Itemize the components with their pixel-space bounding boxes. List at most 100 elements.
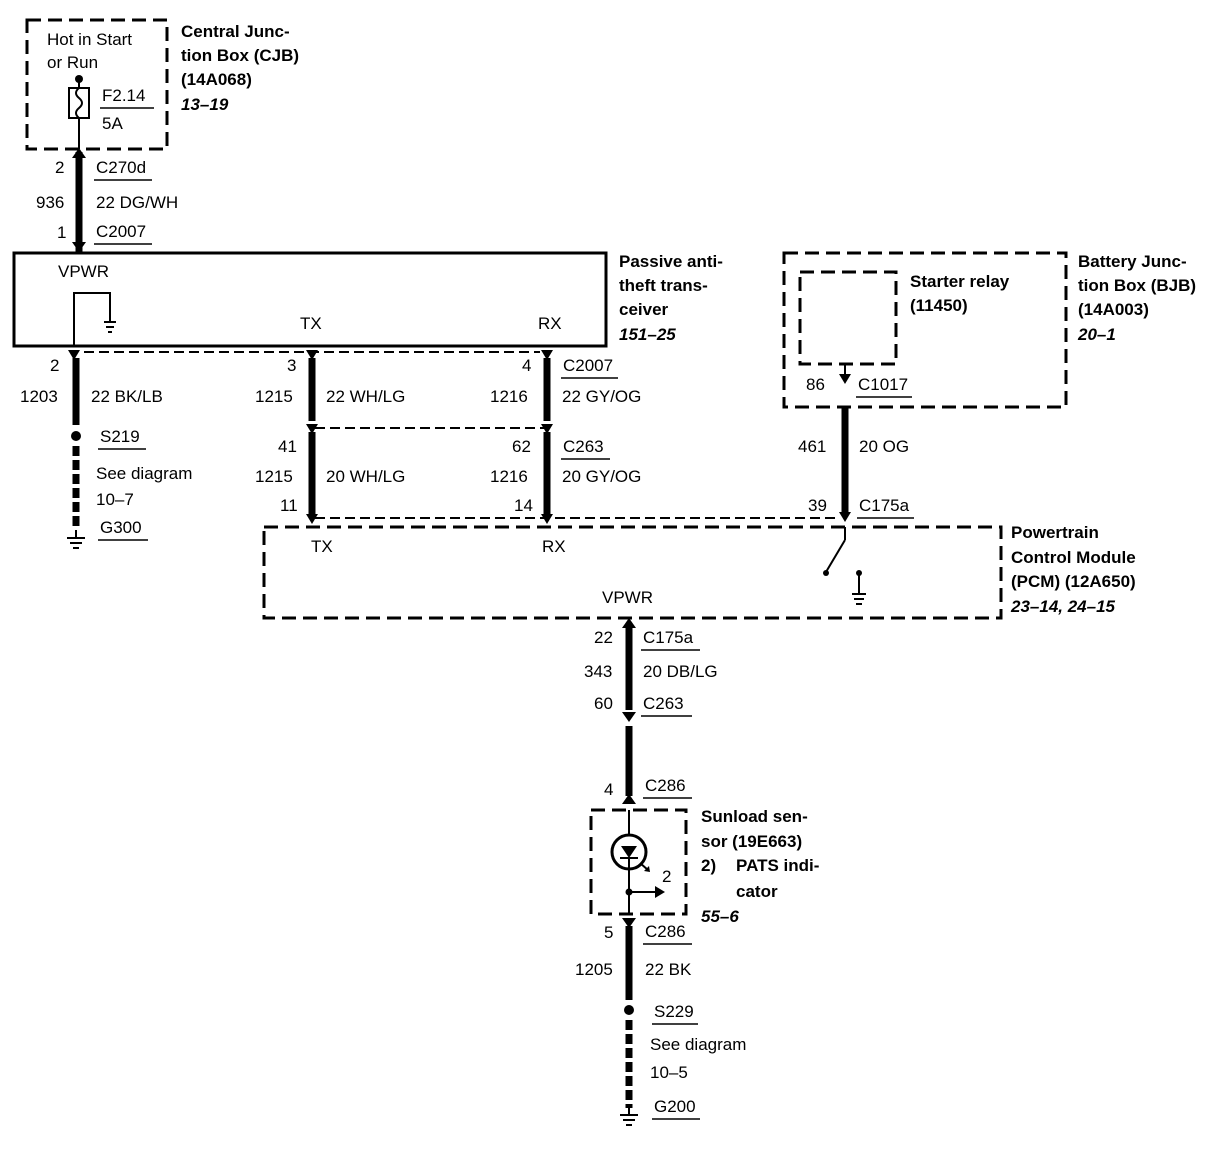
- pin-sensor-5: 5: [604, 923, 613, 942]
- connector-arrow-icon: [72, 148, 86, 158]
- switch-icon: [823, 527, 866, 605]
- connector-arrow-icon: [622, 918, 636, 928]
- wire-spec-461: 20 OG: [859, 437, 909, 456]
- pin-pats-2: 2: [50, 356, 59, 375]
- connector-arrow-icon: [622, 618, 636, 628]
- wire-spec-343: 20 DB/LG: [643, 662, 718, 681]
- cjb-supply-line-1: Hot in Start: [47, 30, 132, 49]
- cjb-title-1: Central Junc-: [181, 22, 290, 41]
- circuit-1215-top: 1215: [255, 387, 293, 406]
- battery-junction-box: Starter relay (11450) Battery Junc- tion…: [782, 251, 1196, 409]
- sensor-sub-label-2: cator: [736, 882, 778, 901]
- circuit-936: 936: [36, 193, 64, 212]
- fuse-id: F2.14: [102, 86, 145, 105]
- fuse-icon: [68, 87, 90, 119]
- see-diagram-1: See diagram: [96, 464, 192, 483]
- connector-c286-bottom: C286: [645, 922, 686, 941]
- wire-1215: 3 1215 22 WH/LG 41 1215 20 WH/LG 11: [255, 350, 405, 524]
- see-diagram-ref-1: 10–7: [96, 490, 134, 509]
- cjb-ref: 13–19: [181, 95, 229, 114]
- sensor-title-2: sor (19E663): [701, 832, 802, 851]
- wire-spec-1203: 22 BK/LB: [91, 387, 163, 406]
- wire-936: 2 C270d 936 22 DG/WH 1 C2007: [36, 148, 178, 252]
- pats-vpwr: VPWR: [58, 262, 109, 281]
- pin-rx-14: 14: [514, 496, 533, 515]
- sensor-ref: 55–6: [701, 907, 739, 926]
- connector-c2007-top: C2007: [96, 222, 146, 241]
- connector-c175a-top: C175a: [859, 496, 910, 515]
- circuit-1216-bottom: 1216: [490, 467, 528, 486]
- pin-tx-3: 3: [287, 356, 296, 375]
- ground-icon: [104, 321, 116, 333]
- circuit-343: 343: [584, 662, 612, 681]
- pin-rx-62: 62: [512, 437, 531, 456]
- sensor-sub-num: 2): [701, 856, 716, 875]
- pcm-title-1: Powertrain: [1011, 523, 1099, 542]
- pin-60: 60: [594, 694, 613, 713]
- circuit-461: 461: [798, 437, 826, 456]
- wire-1203: 2 1203 22 BK/LB S219 See diagram 10–7 G3…: [20, 350, 192, 549]
- pcm-rx: RX: [542, 537, 566, 556]
- pats-ref: 151–25: [619, 325, 676, 344]
- wire-spec-1216-bottom: 20 GY/OG: [562, 467, 641, 486]
- sensor-title-1: Sunload sen-: [701, 807, 808, 826]
- splice-dot: [624, 1005, 634, 1015]
- wire-spec-1215-bottom: 20 WH/LG: [326, 467, 405, 486]
- pats-title-3: ceiver: [619, 300, 669, 319]
- connector-c263-bottom: C263: [643, 694, 684, 713]
- ground-g200: G200: [654, 1097, 696, 1116]
- bjb-title-1: Battery Junc-: [1078, 252, 1187, 271]
- pats-tx: TX: [300, 314, 322, 333]
- sensor-arrow-label: 2: [662, 867, 671, 886]
- pin-c2007-1: 1: [57, 223, 66, 242]
- bjb-title-3: (14A003): [1078, 300, 1149, 319]
- pcm-ref: 23–14, 24–15: [1010, 597, 1116, 616]
- connector-arrow-icon: [306, 514, 318, 524]
- splice-s229: S229: [654, 1002, 694, 1021]
- pin-39: 39: [808, 496, 827, 515]
- sunload-sensor: 2 Sunload sen- sor (19E663) 2) PATS indi…: [589, 807, 819, 926]
- connector-c1017: C1017: [858, 375, 908, 394]
- pin-tx-11: 11: [280, 496, 298, 515]
- wire-spec-1216-top: 22 GY/OG: [562, 387, 641, 406]
- connector-arrow-icon: [541, 424, 553, 434]
- output-arrow-icon: [655, 886, 665, 898]
- pin-tx-41: 41: [278, 437, 297, 456]
- ground-icon: [620, 1108, 638, 1126]
- pats-title-2: theft trans-: [619, 276, 708, 295]
- connector-c286-top: C286: [645, 776, 686, 795]
- see-diagram-2: See diagram: [650, 1035, 746, 1054]
- connector-arrow-icon: [306, 350, 318, 360]
- pin-c270d: 2: [55, 158, 64, 177]
- connector-c2007-bottom: C2007: [563, 356, 613, 375]
- sensor-sub-label-1: PATS indi-: [736, 856, 819, 875]
- connector-arrow-icon: [622, 712, 636, 722]
- connector-c263-mid: C263: [563, 437, 604, 456]
- relay-title-2: (11450): [910, 296, 968, 315]
- wire-1205: 5 C286 1205 22 BK S229 See diagram 10–5 …: [575, 918, 746, 1126]
- wire-461: 461 20 OG 39 C175a: [798, 408, 914, 522]
- wire-spec-936: 22 DG/WH: [96, 193, 178, 212]
- circuit-1216-top: 1216: [490, 387, 528, 406]
- connector-arrow-icon: [839, 374, 851, 384]
- splice-dot: [71, 431, 81, 441]
- ground-g300: G300: [100, 518, 142, 537]
- passive-anti-theft-transceiver: VPWR TX RX Passive anti- theft trans- ce…: [12, 251, 723, 348]
- pcm-title-2: Control Module: [1011, 548, 1136, 567]
- pats-title-1: Passive anti-: [619, 252, 723, 271]
- relay-title-1: Starter relay: [910, 272, 1010, 291]
- connector-arrow-icon: [306, 424, 318, 434]
- connector-arrow-icon: [68, 350, 80, 360]
- wire-343: 22 C175a 343 20 DB/LG 60 C263 4 C286: [584, 618, 718, 804]
- connector-c175a-bottom: C175a: [643, 628, 694, 647]
- connector-arrow-icon: [622, 794, 636, 804]
- pin-sensor-4: 4: [604, 780, 613, 799]
- ground-icon: [67, 530, 85, 549]
- bjb-ref: 20–1: [1077, 325, 1116, 344]
- pin-86: 86: [806, 375, 825, 394]
- connector-arrow-icon: [72, 242, 86, 252]
- pcm-title-3: (PCM) (12A650): [1011, 572, 1136, 591]
- splice-s219: S219: [100, 427, 140, 446]
- wire-spec-1215-top: 22 WH/LG: [326, 387, 405, 406]
